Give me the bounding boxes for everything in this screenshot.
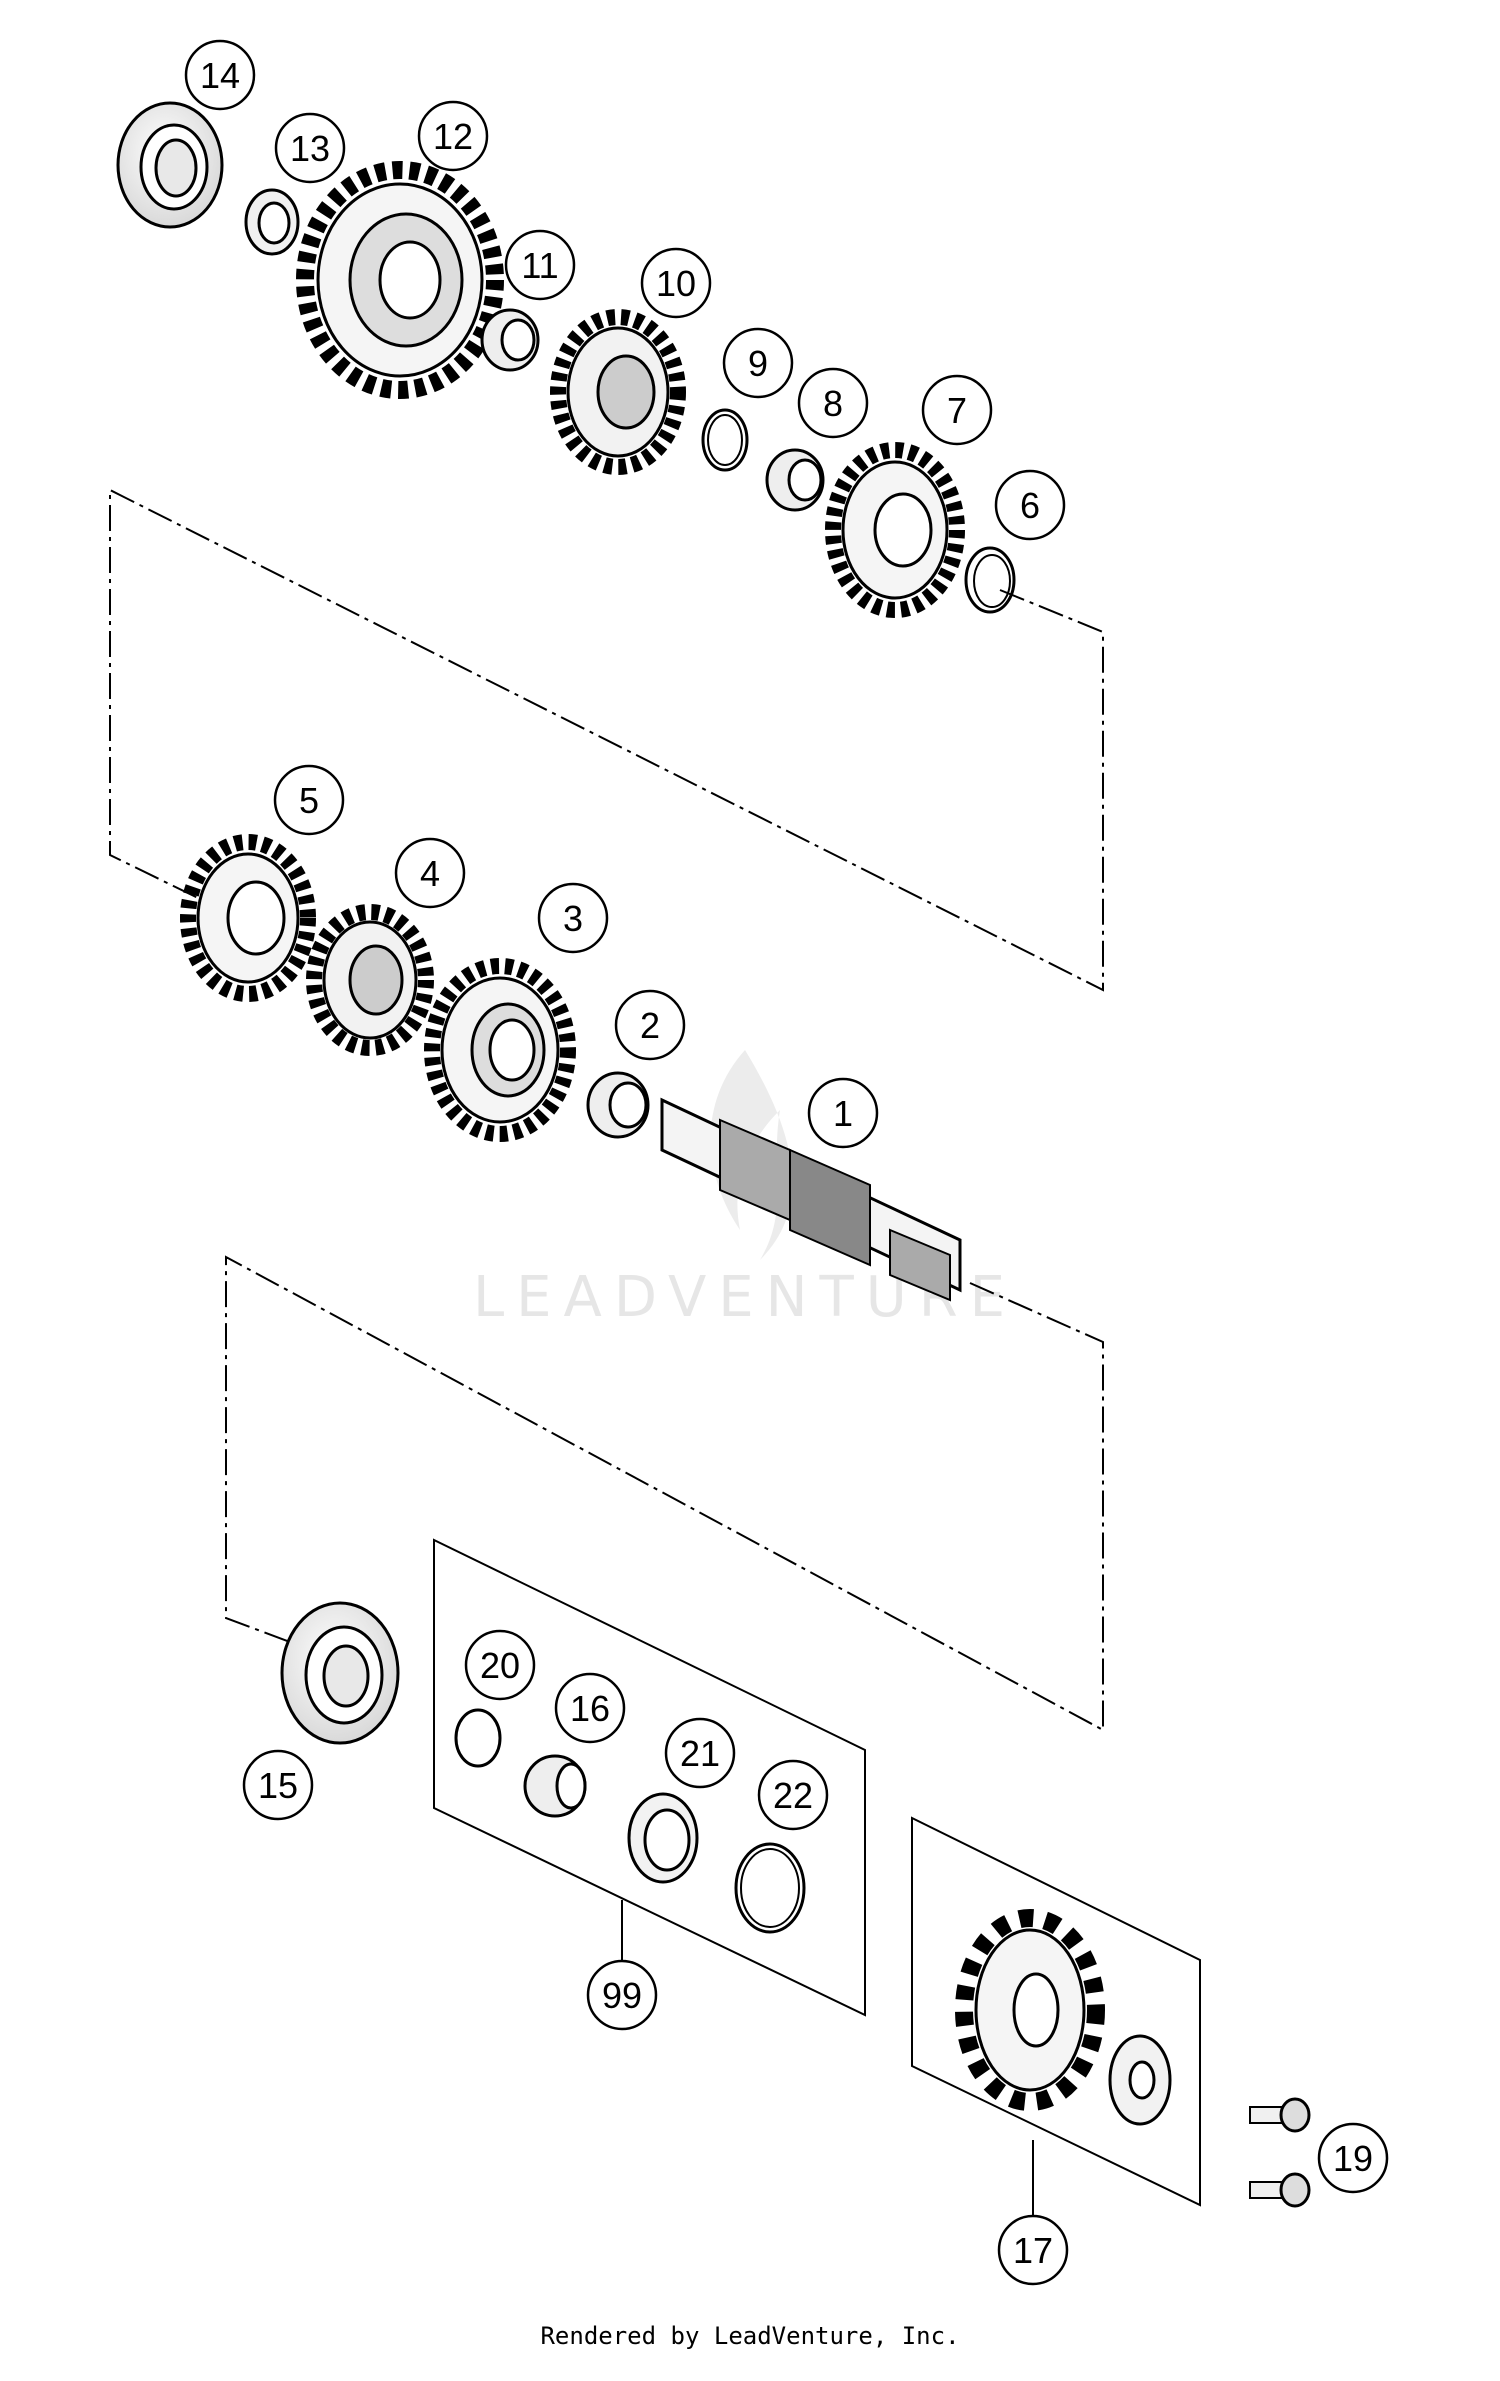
parts [116,101,1311,2208]
svg-text:99: 99 [602,1975,642,2016]
part-17-sprocket [955,1909,1105,2111]
svg-text:8: 8 [823,383,843,424]
svg-text:4: 4 [420,853,440,894]
part-3-gear [424,958,576,1142]
part-4-gear [306,904,434,1056]
callouts: 14 13 12 11 10 9 8 7 6 5 4 3 2 1 20 16 2… [184,39,1389,2286]
part-12-gear [296,161,504,399]
callout-22: 22 [757,1759,829,1831]
svg-text:3: 3 [563,898,583,939]
svg-text:1: 1 [833,1093,853,1134]
callout-2: 2 [614,989,686,1061]
svg-text:13: 13 [290,128,330,169]
callout-8: 8 [797,367,869,439]
part-9-circlip [701,408,749,472]
svg-text:6: 6 [1020,485,1040,526]
callout-20: 20 [464,1629,536,1701]
callout-15: 15 [242,1749,314,1821]
callout-99: 99 [586,1959,658,2031]
svg-text:21: 21 [680,1733,720,1774]
part-22-circlip [734,1842,806,1934]
callout-21: 21 [664,1717,736,1789]
svg-text:12: 12 [433,116,473,157]
callout-9: 9 [722,327,794,399]
part-1-main-shaft [660,1097,962,1302]
svg-text:11: 11 [521,245,558,286]
part-15-ball-bearing [280,1601,400,1745]
footer-credit: Rendered by LeadVenture, Inc. [540,2322,960,2350]
part-13-thrust-washer [244,188,300,256]
svg-text:20: 20 [480,1645,520,1686]
part-11-bushing [480,308,540,372]
svg-text:5: 5 [299,780,319,821]
part-14-ball-bearing [116,101,224,229]
part-21-washer [627,1792,699,1884]
kit-17-box [911,1816,1201,2207]
callout-16: 16 [554,1672,626,1744]
part-16-bushing [523,1754,587,1818]
svg-text:7: 7 [947,390,967,431]
part-10-gear [550,309,686,475]
part-7-gear [825,442,965,618]
upper-assembly-outline [109,488,1104,992]
svg-text:15: 15 [258,1765,298,1806]
callout-3: 3 [537,882,609,954]
part-17-retaining-plate [1108,2034,1172,2126]
kit-boxes [433,1538,1201,2215]
kit-99-box [433,1538,866,2017]
svg-text:10: 10 [656,263,696,304]
assembly-lines [109,488,1104,1732]
callout-19: 19 [1317,2122,1389,2194]
svg-text:16: 16 [570,1688,610,1729]
part-2-bushing [586,1071,650,1139]
callout-1: 1 [807,1077,879,1149]
callout-10: 10 [640,247,712,319]
part-8-bushing [765,448,825,512]
callout-5: 5 [273,764,345,836]
part-20-ring [454,1708,502,1768]
callout-17: 17 [997,2214,1069,2286]
svg-text:2: 2 [640,1005,660,1046]
svg-text:9: 9 [748,343,768,384]
part-6-thrust-washer [964,546,1016,614]
callout-13: 13 [274,112,346,184]
part-19-bolts [1249,2097,1311,2208]
svg-text:19: 19 [1333,2138,1373,2179]
lower-assembly-outline [225,1255,1104,1732]
svg-text:17: 17 [1013,2230,1053,2271]
svg-text:22: 22 [773,1775,813,1816]
svg-text:14: 14 [200,55,240,96]
callout-11: 11 [504,229,576,301]
callout-7: 7 [921,374,993,446]
callout-14: 14 [184,39,256,111]
callout-12: 12 [417,100,489,172]
callout-4: 4 [394,837,466,909]
callout-6: 6 [994,469,1066,541]
part-5-gear [180,834,316,1002]
